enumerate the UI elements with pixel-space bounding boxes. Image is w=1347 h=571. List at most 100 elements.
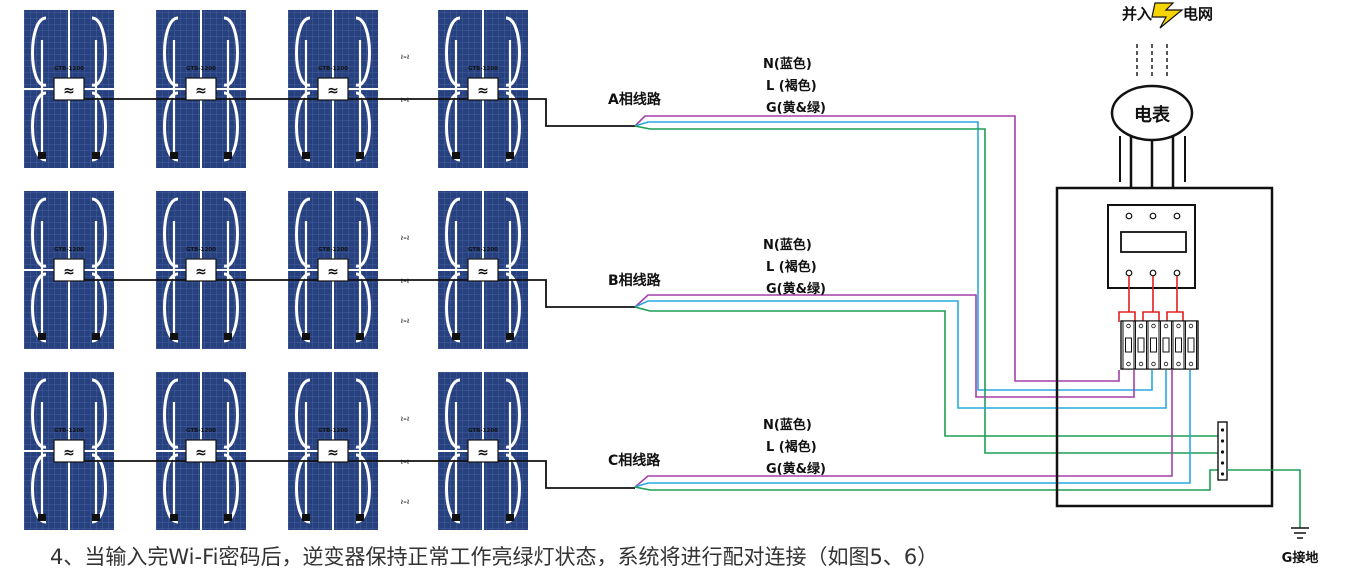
inverter-symbol: ≈	[63, 445, 75, 461]
neutral-wire-label: N(蓝色)	[763, 237, 812, 253]
wire-n	[634, 121, 1153, 391]
ground-bar-screw	[1220, 450, 1225, 454]
breaker-switch	[1187, 337, 1195, 353]
ground-wire-label: G(黄&绿)	[766, 100, 826, 116]
ground-label: G接地	[1282, 550, 1319, 566]
connector-icon	[356, 514, 364, 521]
wire-g	[634, 469, 1218, 491]
breaker-switch	[1175, 337, 1182, 353]
connector-icon	[302, 333, 310, 340]
solar-panel: ≈GTB-1200	[288, 191, 378, 349]
terminal-icon	[1125, 269, 1133, 277]
solar-panel: ≈ GTB-1200	[438, 191, 528, 349]
ground-bar-screw	[1220, 428, 1225, 432]
ground-bar-screw	[1220, 439, 1225, 443]
breaker-wire	[1166, 276, 1184, 322]
inverter-box	[53, 258, 85, 282]
breaker-screw	[1163, 323, 1169, 329]
cable-lead	[40, 402, 98, 516]
meter-cables	[1129, 136, 1175, 188]
inverter-symbol: ≈	[327, 445, 339, 461]
connector-icon	[356, 333, 364, 340]
connector-icon	[92, 514, 100, 521]
inverter-label: GTB-1200	[318, 247, 348, 253]
ground-wire	[1227, 469, 1301, 528]
distribution-box	[1055, 186, 1274, 508]
trunk-line	[498, 279, 635, 308]
wire-l	[634, 294, 1135, 398]
connector-icon	[452, 152, 460, 159]
inverter-symbol: ≈	[477, 445, 489, 461]
solar-panel: ≈GTB-1200	[156, 372, 246, 530]
terminal-icon	[1149, 269, 1157, 277]
grid-label: 电网	[1183, 5, 1213, 23]
connector-icon	[92, 333, 100, 340]
wire-l	[634, 370, 1173, 488]
terminal-icon	[1149, 212, 1157, 220]
continuation-mark: ≀–≀	[401, 317, 410, 325]
ground-bar-screw	[1220, 461, 1225, 465]
inverter-label: GTB-1200	[468, 66, 498, 72]
connector-icon	[38, 333, 46, 340]
inverter-box	[53, 77, 85, 101]
breaker-switch	[1162, 337, 1170, 353]
meter-label: 电表	[1134, 104, 1171, 126]
connector-icon	[506, 333, 514, 340]
breaker-screw	[1151, 323, 1156, 329]
inverter-label: GTB-1200	[186, 66, 216, 72]
wire-g	[634, 125, 1218, 454]
meter-cables	[1119, 136, 1186, 182]
breaker-screw	[1188, 323, 1194, 329]
breaker-switch	[1137, 337, 1145, 353]
continuation-mark: ≀–≀	[401, 96, 410, 104]
inverter-symbol: ≈	[477, 83, 489, 99]
wire-g	[634, 306, 1218, 437]
terminal-icon	[1173, 269, 1181, 277]
connector-icon	[170, 152, 178, 159]
wire-l	[634, 115, 1120, 382]
breaker-screw	[1151, 361, 1156, 367]
cable-lead	[172, 221, 230, 335]
connector-icon	[170, 333, 178, 340]
connector-icon	[452, 514, 460, 521]
connector-icon	[302, 514, 310, 521]
cable-lead	[40, 221, 98, 335]
inverter-symbol: ≈	[195, 264, 207, 280]
inverter-label: GTB-1200	[468, 247, 498, 253]
breaker-screw	[1126, 361, 1131, 367]
solar-panel: ≈GTB-1200	[156, 10, 246, 168]
lightning-icon	[1151, 2, 1184, 29]
breaker-screw	[1188, 361, 1194, 367]
inverter-label: GTB-1200	[54, 66, 84, 72]
breaker-switch	[1150, 337, 1157, 353]
inverter-label: GTB-1200	[186, 428, 216, 434]
connector-icon	[506, 152, 514, 159]
inverter-box	[317, 439, 349, 463]
inverter-label: GTB-1200	[186, 247, 216, 253]
connector-icon	[224, 333, 232, 340]
neutral-wire-label: N(蓝色)	[763, 417, 812, 433]
terminal-icon	[1125, 212, 1133, 220]
breaker-switch	[1125, 337, 1132, 353]
continuation-mark: ≀–≀	[401, 458, 410, 466]
breaker-screw	[1126, 323, 1131, 329]
continuation-mark: ≀–≀	[401, 234, 410, 242]
instruction-caption: 4、当输入完Wi-Fi密码后，逆变器保持正常工作亮绿灯状态，系统将进行配对连接（…	[50, 545, 939, 569]
solar-panel: ≈GTB-1200	[438, 372, 528, 530]
trunk-line	[498, 460, 635, 489]
ground-wire-label: G(黄&绿)	[766, 281, 826, 297]
continuation-mark: ≀–≀	[401, 415, 410, 423]
inverter-box	[185, 258, 217, 282]
cable-lead	[304, 40, 362, 154]
inverter-box	[185, 439, 217, 463]
breaker-screw	[1163, 361, 1169, 367]
inverter-label: GTB-1200	[54, 428, 84, 434]
inverter-symbol: ≈	[477, 264, 489, 280]
inverter-box	[467, 439, 499, 463]
inverter-box	[317, 77, 349, 101]
grid-connect-label: 并入	[1122, 5, 1152, 23]
wire-n	[634, 370, 1191, 488]
terminal-icon	[1173, 212, 1181, 220]
inverter-symbol: ≈	[63, 83, 75, 99]
